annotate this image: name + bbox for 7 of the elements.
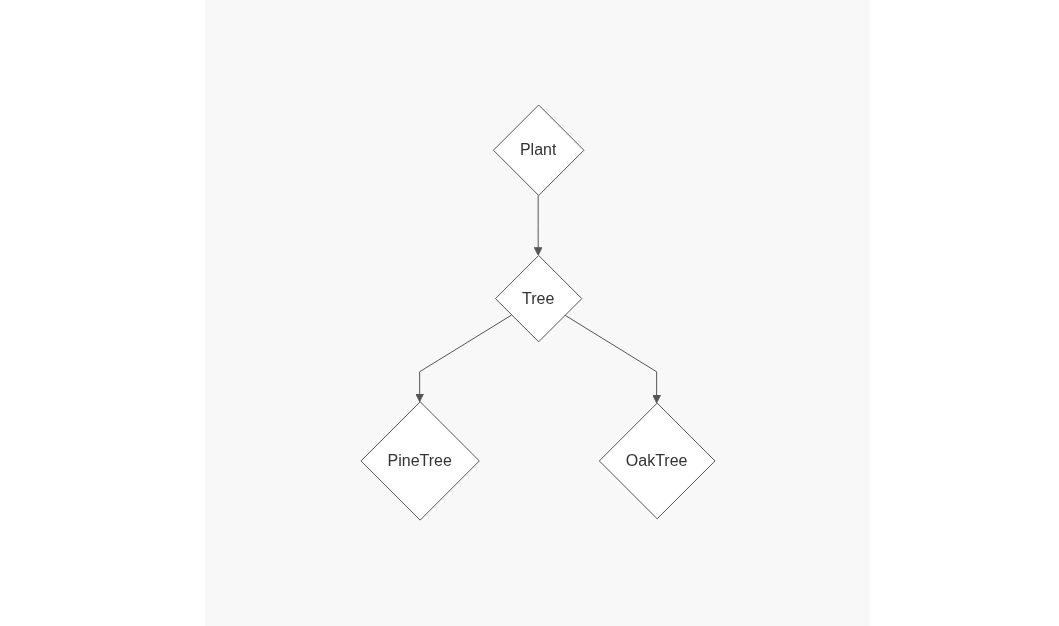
node-diamond: Plant xyxy=(492,104,584,197)
arrow xyxy=(414,315,512,403)
node-diamond: Tree xyxy=(494,255,582,343)
arrow xyxy=(563,315,661,404)
node-diamond: OakTree xyxy=(598,403,715,520)
arrow xyxy=(533,195,543,257)
node-diamond: PineTree xyxy=(360,401,480,522)
